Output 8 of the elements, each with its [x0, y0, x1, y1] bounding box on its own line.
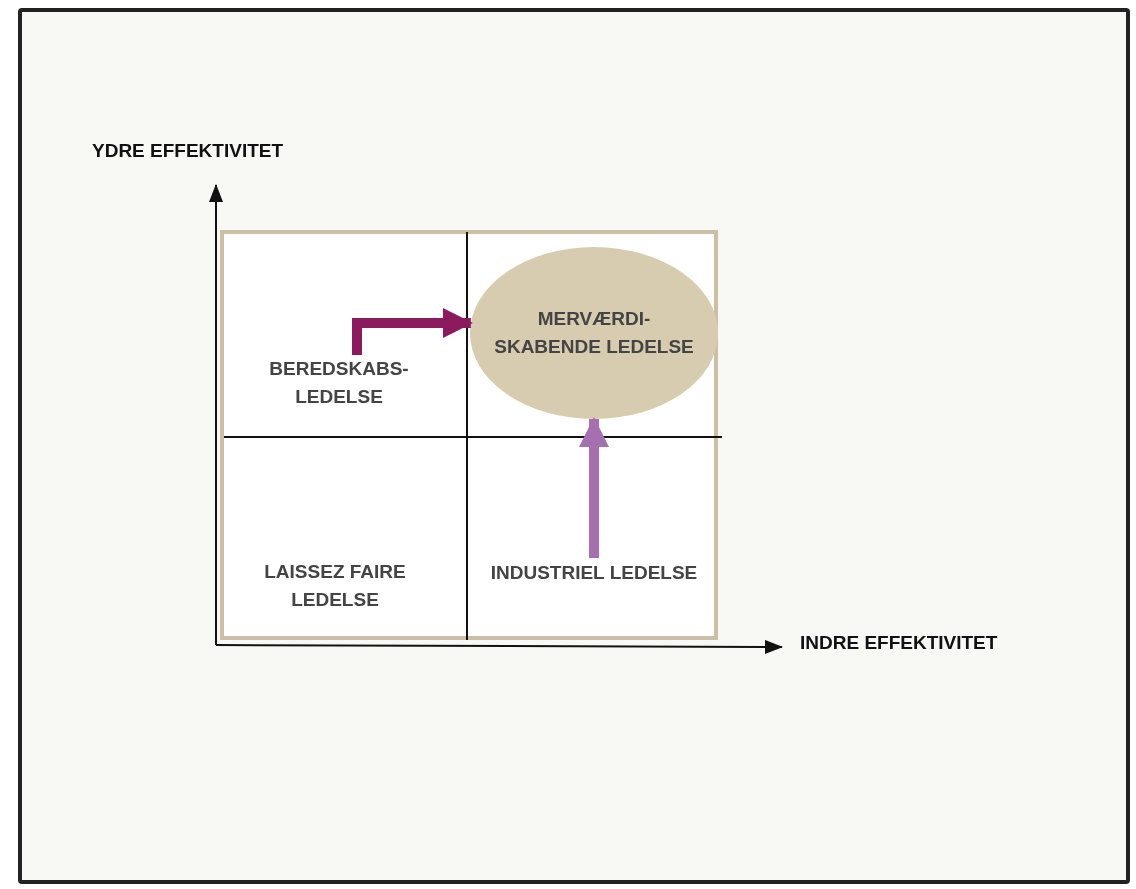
axis-label: YDRE EFFEKTIVITET	[92, 140, 284, 162]
axis-label: INDRE EFFEKTIVITET	[800, 632, 998, 654]
quadrant-label: INDUSTRIEL LEDELSE	[470, 558, 718, 588]
highlight-ellipse	[470, 247, 718, 419]
quadrant-label: MERVÆRDI- SKABENDE LEDELSE	[494, 307, 694, 359]
quadrant-label: BEREDSKABS- LEDELSE	[262, 355, 416, 411]
quadrant-label: LAISSEZ FAIRE LEDELSE	[250, 558, 420, 614]
arrow	[579, 417, 609, 558]
